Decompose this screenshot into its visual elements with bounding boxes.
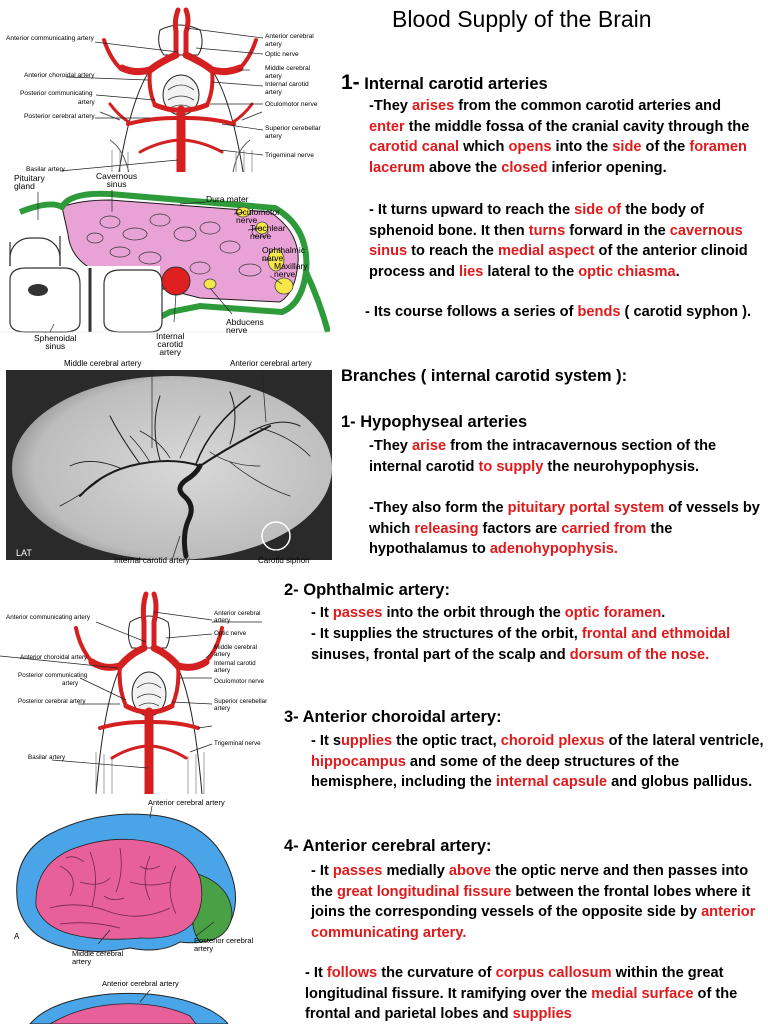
fig1-label-anterior-cerebral-2: artery	[265, 41, 282, 48]
page-title: Blood Supply of the Brain	[392, 6, 652, 32]
branch-1-paragraph-2: -They also form the pituitary portal sys…	[369, 500, 760, 558]
fig1-label-anterior-cerebral: Anterior cerebral	[265, 33, 314, 40]
fig4-label-superior-cerebellar-2: artery	[214, 705, 231, 712]
fig4-label-superior-cerebellar: Superior cerebellar	[214, 698, 268, 705]
fig4-label-optic-nerve: Optic nerve	[214, 630, 247, 637]
section-1-number: 1-	[341, 71, 360, 94]
figure-circle-of-willis-2: Anterior communicating artery Anterior c…	[0, 582, 268, 794]
fig4-label-posterior-communicating-2: artery	[62, 680, 79, 687]
branch-3-paragraph-1: - It supplies the optic tract, choroid p…	[311, 733, 764, 791]
fig1-label-internal-carotid-2: artery	[265, 89, 282, 96]
cerebral-territories-diagram	[16, 805, 237, 953]
fig1-label-posterior-cerebral-artery: Posterior cerebral artery	[24, 113, 95, 120]
figure-brain-territories: Anterior cerebral artery Posterior cereb…	[0, 796, 268, 974]
branch-4-paragraph-1: - It passes medially above the optic ner…	[311, 863, 756, 941]
branch-1-heading: 1- Hypophyseal arteries	[341, 413, 528, 431]
fig1-label-anterior-choroidal-artery: Anterior choroidal artery	[24, 72, 95, 79]
section-1-paragraph-1: -They arises from the common carotid art…	[369, 98, 750, 176]
figure-circle-of-willis: Anterior communicating artery Anterior c…	[0, 0, 330, 178]
fig4-label-basilar-artery: Basilar artery	[28, 754, 66, 761]
circle-of-willis-diagram-2	[0, 591, 262, 794]
branch-4-heading: 4- Anterior cerebral artery:	[284, 837, 492, 855]
fig4-label-anterior-choroidal-artery: Anterior choroidal artery	[20, 654, 88, 661]
fig3-label-middle-cerebral-artery: Middle cerebral artery	[64, 359, 142, 368]
fig4-label-middle-cerebral: Middle cerebral	[214, 644, 258, 651]
fig1-label-middle-cerebral: Middle cerebral	[265, 65, 311, 72]
fig1-label-middle-cerebral-2: artery	[265, 73, 282, 80]
fig3-label-internal-carotid-artery: Internal carotid artery	[114, 556, 190, 565]
fig1-label-anterior-communicating-artery: Anterior communicating artery	[6, 35, 94, 42]
fig1-label-basilar-artery: Basilar artery	[26, 166, 65, 173]
branch-3-heading: 3- Anterior choroidal artery:	[284, 708, 502, 726]
fig4-label-middle-cerebral-2: artery	[214, 651, 231, 658]
fig2-label-dura-mater: Dura mater	[206, 194, 249, 204]
fig1-label-superior-cerebellar: Superior cerebellar	[265, 125, 321, 132]
circle-of-willis-diagram	[59, 7, 264, 178]
branch-2-paragraph-1: - It passes into the orbit through the o…	[311, 605, 666, 621]
fig1-label-superior-cerebellar-2: artery	[265, 133, 282, 140]
fig1-label-internal-carotid: Internal carotid	[265, 81, 309, 88]
fig4-label-trigeminal-nerve: Trigeminal nerve	[214, 740, 261, 747]
branch-2-heading: 2- Ophthalmic artery:	[284, 581, 450, 599]
fig3-label-anterior-cerebral-artery: Anterior cerebral artery	[230, 359, 312, 368]
cavernous-sinus-diagram	[0, 190, 330, 356]
fig1-label-posterior-communicating-2: artery	[78, 99, 95, 106]
fig1-label-oculomotor-nerve: Oculomotor nerve	[265, 101, 318, 108]
fig5-panel-letter: A	[14, 932, 20, 941]
section-1-title: Internal carotid arteries	[364, 75, 548, 93]
fig4-label-anterior-cerebral-2: artery	[214, 617, 231, 624]
svg-text:LAT: LAT	[16, 548, 32, 558]
fig4-label-internal-carotid-2: artery	[214, 667, 231, 674]
fig4-label-posterior-communicating: Posterior communicating	[18, 672, 88, 679]
fig4-label-anterior-cerebral: Anterior cerebral	[214, 610, 261, 617]
fig1-label-posterior-communicating: Posterior communicating	[20, 90, 93, 97]
branches-heading: Branches ( internal carotid system ):	[341, 367, 628, 385]
fig3-label-carotid-siphon: Carotid siphon	[258, 556, 310, 565]
fig4-label-oculomotor-nerve: Oculomotor nerve	[214, 678, 265, 685]
figure-angiogram: LAT Middle cerebral artery Anterior cere…	[0, 356, 336, 570]
figure-medial-brain: Anterior cerebral artery	[0, 976, 268, 1024]
fig5-label-anterior-cerebral-artery: Anterior cerebral artery	[148, 798, 225, 807]
carotid-angiogram-image: LAT	[6, 369, 332, 561]
section-1-paragraph-2: - It turns upward to reach the side of t…	[369, 202, 748, 280]
branch-1-paragraph-1: -They arise from the intracavernous sect…	[369, 438, 717, 475]
fig1-label-trigeminal-nerve: Trigeminal nerve	[265, 152, 314, 159]
fig1-label-optic-nerve: Optic nerve	[265, 51, 299, 58]
fig4-label-posterior-cerebral-artery: Posterior cerebral artery	[18, 698, 86, 705]
branch-4-paragraph-2: - It follows the curvature of corpus cal…	[305, 965, 738, 1023]
fig4-label-internal-carotid: Internal carotid	[214, 660, 256, 667]
section-1-paragraph-3: - Its course follows a series of bends (…	[365, 304, 752, 320]
section-1-heading: 1- Internal carotid arteries	[341, 71, 548, 95]
medial-brain-diagram	[29, 989, 229, 1024]
branch-2-paragraph-2: - It supplies the structures of the orbi…	[311, 626, 731, 663]
fig6-label-anterior-cerebral-artery: Anterior cerebral artery	[102, 979, 179, 988]
fig4-label-anterior-communicating-artery: Anterior communicating artery	[6, 614, 90, 621]
